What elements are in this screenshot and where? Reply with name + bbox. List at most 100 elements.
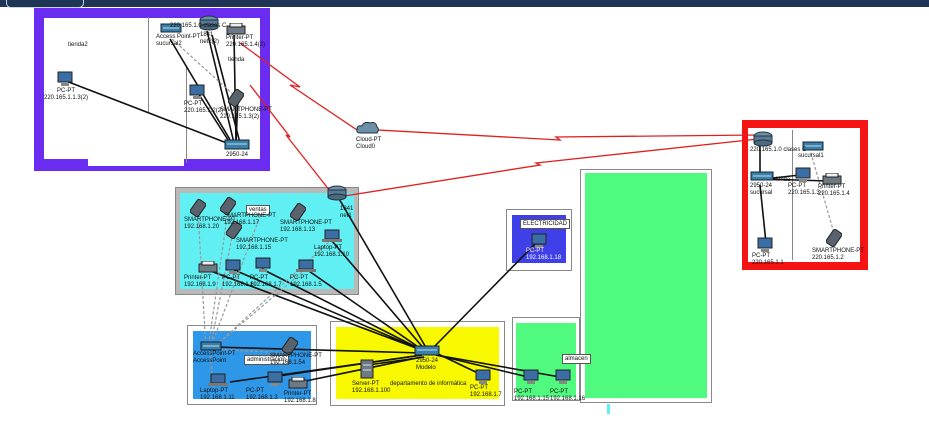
server-label: Server-PT 192.168.1.100	[352, 381, 391, 394]
switch-icon[interactable]	[160, 23, 182, 33]
core-switch-label: 2950-24 Modelo	[416, 358, 439, 371]
printer-icon[interactable]	[822, 173, 842, 185]
switch-icon[interactable]	[414, 345, 440, 357]
lan-link	[337, 196, 429, 352]
smartphone-icon[interactable]	[290, 203, 306, 221]
pc-icon[interactable]	[756, 237, 774, 253]
switch-icon[interactable]	[750, 171, 774, 181]
printer-icon[interactable]	[288, 377, 308, 389]
red-phone-label: SMARTPHONE-PT 220.165.1.2	[812, 248, 864, 261]
ventas-pc1-label: PC-PT 192.168.1.6	[222, 275, 254, 288]
red-zone-inner-line	[792, 130, 793, 260]
cloud-label: Cloud-PT Cloud0	[356, 137, 382, 150]
lan-link	[206, 30, 235, 144]
server-icon[interactable]	[360, 359, 374, 379]
cyan-marker	[607, 404, 610, 414]
laptop-icon[interactable]	[208, 373, 228, 387]
wan-link-cloud-red	[377, 129, 759, 141]
lan-link	[759, 184, 767, 244]
almacen-tag: almacen	[562, 354, 591, 364]
pc-icon[interactable]	[266, 371, 284, 387]
ventas-phone2-label: SMARTPHONE-PT 192.168.1.17	[224, 213, 276, 226]
printer-icon[interactable]	[226, 23, 246, 35]
pc-icon[interactable]	[794, 167, 812, 183]
admin-printer-label: Printer-PT 192.168.1.8	[284, 391, 316, 404]
laptop-icon[interactable]	[322, 229, 342, 243]
smartphone-icon[interactable]	[190, 199, 206, 217]
purple-access-label: Access Point-PT sucursal2	[156, 34, 201, 47]
large-green-zone-fill	[585, 173, 707, 398]
laptop-icon[interactable]	[296, 259, 316, 273]
wifi-link	[171, 38, 237, 98]
smartphone-icon[interactable]	[826, 229, 842, 247]
red-switch-label: 2950-24 sucursal	[750, 183, 773, 196]
purple-tienda2-label: tienda2	[68, 42, 88, 48]
router-icon[interactable]	[198, 15, 220, 31]
purple-tienda-label: tienda	[228, 57, 245, 63]
wifi-link	[209, 236, 233, 350]
ventas-laptop-label: Laptop-PT 192.168.1.10	[314, 245, 350, 258]
lan-link	[65, 80, 233, 146]
switch-icon[interactable]	[802, 141, 824, 151]
pc-icon[interactable]	[530, 233, 548, 249]
lan-link	[435, 354, 561, 378]
pc-icon[interactable]	[522, 369, 540, 385]
pc-icon[interactable]	[224, 259, 242, 275]
pc-icon[interactable]	[56, 71, 74, 87]
cloud-icon[interactable]	[356, 121, 380, 135]
wifi-link	[211, 268, 307, 350]
smartphone-icon[interactable]	[282, 337, 298, 355]
wifi-link	[209, 350, 213, 378]
ventas-router-label: 1841 net1	[340, 206, 354, 219]
pc-icon[interactable]	[554, 369, 572, 385]
purple-network-label: 220.165.1.0 clases C	[170, 23, 227, 29]
purple-printer-label: Printer-PT 220.165.1.4(2)	[226, 35, 266, 48]
smartphone-icon[interactable]	[228, 89, 244, 107]
almacen-pc2-label: PC-PT 192.168.1.16	[550, 389, 586, 402]
red-network-label: 220.165.1.0 clases C	[750, 147, 807, 153]
ventas-phone4-label: SMARTPHONE-PT 192.168.1.15	[236, 238, 288, 251]
router-icon[interactable]	[752, 131, 774, 147]
smartphone-icon[interactable]	[220, 197, 236, 215]
purple-router-label: 1841 net2(2)	[200, 32, 220, 45]
purple-switch-label: 2950-24	[226, 152, 249, 158]
lan-link	[231, 268, 425, 352]
electricidad-pc-label: PC-PT 192.168.1.18	[526, 248, 562, 261]
purple-pc2-label: PC-PT 220.165.1.2(2)	[184, 101, 224, 114]
lan-link	[211, 34, 241, 144]
admin-access-label: AccessPoint-PT AccessPoint	[193, 351, 236, 364]
links-layer	[65, 30, 835, 384]
admin-phone-label: SMARTPHONE-PT 192.168.1.54	[270, 353, 322, 366]
lan-link	[331, 240, 427, 352]
purple-zone-inner-line-2	[186, 67, 187, 163]
switch-icon[interactable]	[224, 139, 250, 151]
electricidad-tag: ELECTRICIDAD	[520, 219, 571, 229]
pc-icon[interactable]	[188, 84, 206, 100]
informatica-tag: departamento de informática	[390, 381, 467, 387]
printer-icon[interactable]	[198, 261, 218, 273]
title-bar	[0, 0, 929, 8]
router-icon[interactable]	[326, 185, 348, 201]
red-printer-label: Printer-PT 220.165.1.4	[818, 184, 850, 197]
ventas-pc2-label: PC-PT 192.168.1.7	[250, 275, 282, 288]
admin-pc-label: PC-PT 192.168.1.3	[246, 388, 278, 401]
smartphone-icon[interactable]	[226, 221, 242, 239]
purple-pc-label: PC-PT 220.165.1.1.3(2)	[44, 88, 89, 101]
title-bar-tab[interactable]	[6, 0, 84, 8]
network-canvas[interactable]: 220.165.1.0 clases C tienda2 PC-PT 220.1…	[0, 7, 929, 425]
ventas-pc3-label: PC-PT 192.168.1.5	[290, 275, 322, 288]
lan-link	[367, 356, 425, 366]
wifi-link	[211, 240, 331, 350]
purple-zone-inner-line	[148, 17, 149, 113]
pc-icon[interactable]	[254, 257, 272, 273]
info-pc-label: PC-PT 192.168.1.7	[470, 385, 502, 398]
red-sucursal1-label: sucursal1	[798, 153, 824, 159]
wan-link-purple-ventas	[249, 84, 331, 192]
lan-link	[213, 346, 423, 354]
access-point-icon[interactable]	[200, 341, 222, 351]
red-site-zone	[742, 120, 868, 270]
pc-icon[interactable]	[474, 369, 492, 385]
lan-link	[295, 356, 423, 384]
lan-link	[271, 354, 423, 378]
wifi-link	[209, 210, 263, 350]
